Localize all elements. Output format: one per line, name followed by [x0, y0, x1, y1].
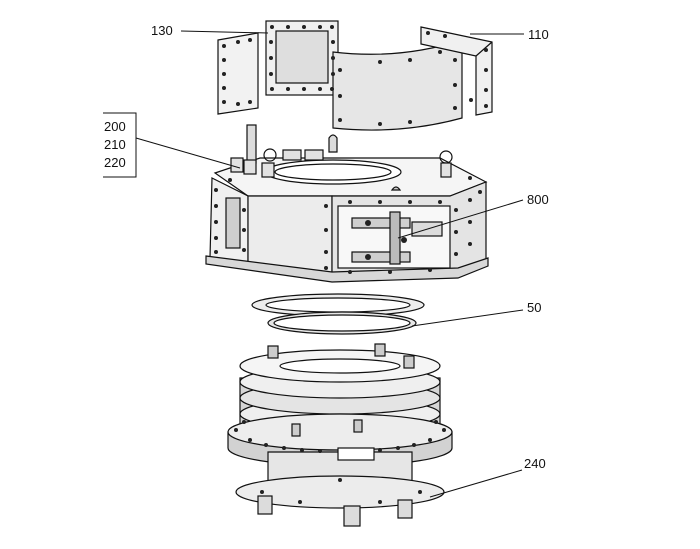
cable-glands-200-210-220 [230, 124, 453, 191]
cover-panels-group [217, 20, 493, 131]
top-ring-inner [274, 163, 392, 181]
reference-labels: 130 110 200 210 220 800 50 240 [103, 23, 549, 498]
curved-cover-panel [332, 39, 463, 131]
housing-bolts [214, 176, 482, 274]
left-window-opening [225, 197, 241, 249]
label-240: 240 [524, 456, 546, 471]
flange-stack-240 [227, 343, 453, 527]
left-side-panel [217, 32, 259, 115]
panel-bolts [222, 25, 488, 126]
label-50: 50 [527, 300, 541, 315]
label-210: 210 [104, 137, 126, 152]
label-130: 130 [151, 23, 173, 38]
base-plate [235, 475, 445, 509]
right-side-panel-edge [475, 41, 493, 57]
seal-rings-50 [251, 293, 425, 335]
label-200: 200 [104, 119, 126, 134]
window-glass [275, 30, 329, 84]
label-110: 110 [528, 27, 549, 42]
flange-bolts [234, 420, 446, 504]
housing-base-plate [205, 255, 489, 283]
label-220: 220 [104, 155, 126, 170]
main-housing-group [205, 124, 489, 283]
internal-mechanism-800 [351, 211, 443, 265]
label-800: 800 [527, 192, 549, 207]
